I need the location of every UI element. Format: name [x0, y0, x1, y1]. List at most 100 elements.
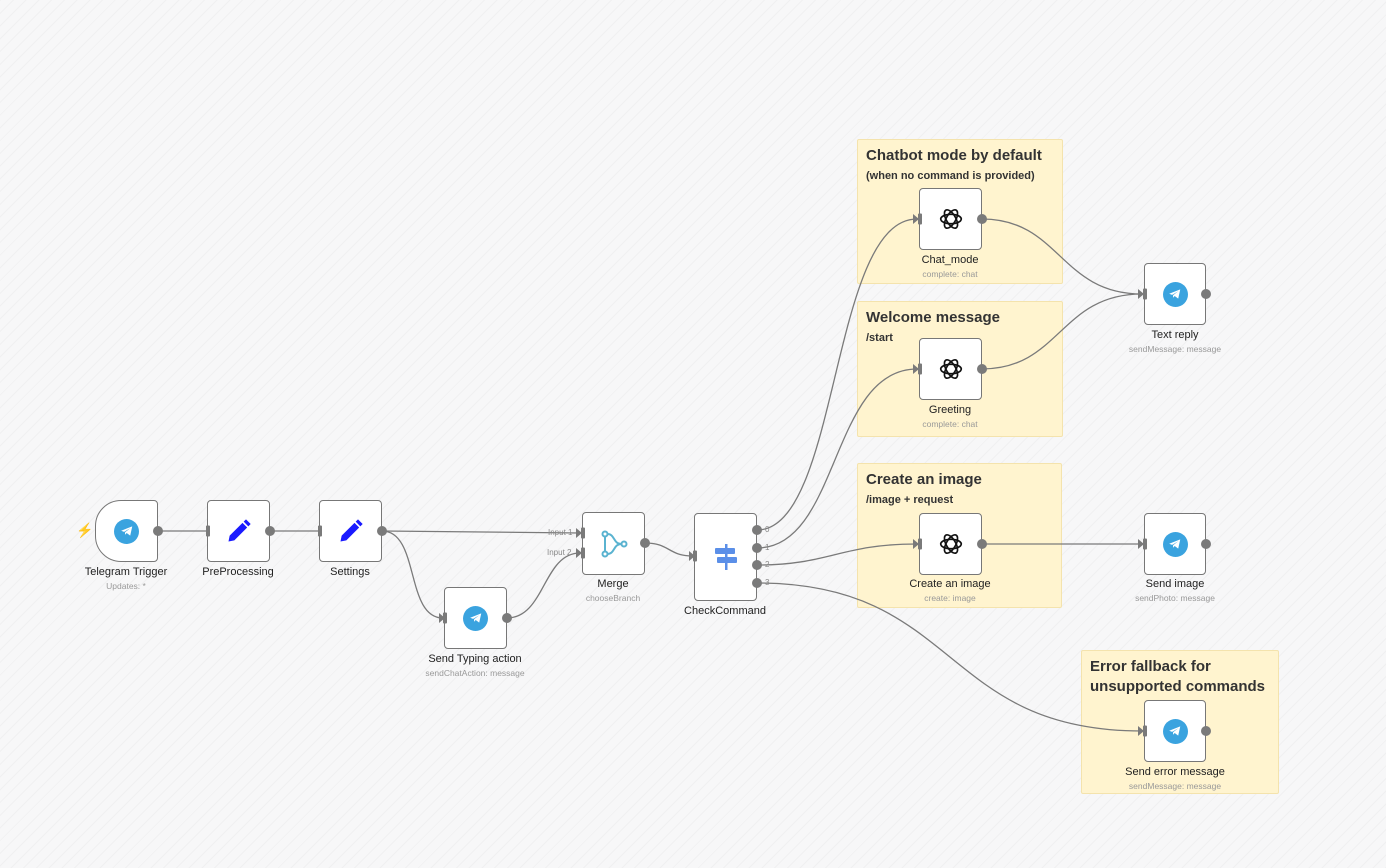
node-label: Send error message: [1125, 766, 1225, 778]
sticky-note-chatbot[interactable]: Chatbot mode by default (when no command…: [857, 139, 1063, 284]
openai-icon: [939, 208, 962, 230]
node-label: Send Typing action: [428, 653, 522, 665]
edge-check1-greeting: [756, 368, 918, 549]
node-label: CheckCommand: [684, 605, 766, 617]
node-text-reply[interactable]: [1144, 263, 1206, 325]
edge-settings-merge1: [381, 530, 581, 534]
input-port[interactable]: [206, 525, 210, 537]
output-port[interactable]: [153, 526, 163, 536]
node-label: Greeting: [928, 404, 972, 416]
node-greeting[interactable]: [919, 338, 982, 400]
sticky-note-subtitle: (when no command is provided): [866, 170, 1035, 182]
pencil-icon: [340, 519, 363, 542]
node-sublabel: sendChatAction: message: [425, 668, 525, 678]
edge-greeting-reply: [981, 293, 1143, 370]
input-port[interactable]: [693, 550, 697, 562]
output-port-3[interactable]: [752, 578, 762, 588]
telegram-icon: [1162, 281, 1188, 307]
output-port[interactable]: [977, 539, 987, 549]
node-send-error-message[interactable]: [1144, 700, 1206, 762]
telegram-icon: [463, 605, 488, 631]
edge-arrowhead: [576, 548, 582, 558]
node-label: Telegram Trigger: [84, 566, 168, 578]
node-label: Merge: [597, 578, 629, 590]
node-sublabel: Updates: *: [106, 581, 146, 591]
output-port[interactable]: [1201, 289, 1211, 299]
switch-icon: [714, 544, 737, 570]
output-port[interactable]: [265, 526, 275, 536]
output-port[interactable]: [1201, 539, 1211, 549]
edge-arrowhead: [1138, 539, 1144, 549]
trigger-bolt-icon: ⚡: [76, 522, 94, 538]
sticky-note-title: Chatbot mode by default: [866, 147, 1042, 164]
node-preprocessing[interactable]: [207, 500, 270, 562]
sticky-note-subtitle: /start: [866, 332, 893, 344]
node-sublabel: sendMessage: message: [1128, 344, 1222, 354]
node-label: PreProcessing: [202, 566, 274, 578]
input-port[interactable]: [918, 538, 922, 550]
input-port[interactable]: [443, 612, 447, 624]
merge-icon: [601, 530, 627, 557]
output-port[interactable]: [640, 538, 650, 548]
edge-settings-typing: [381, 530, 444, 619]
node-sublabel: complete: chat: [922, 419, 978, 429]
input-port[interactable]: [918, 213, 922, 225]
edge-arrowhead: [913, 539, 919, 549]
telegram-icon: [1162, 718, 1188, 744]
input-port[interactable]: [1143, 725, 1147, 737]
output-label-3: 3: [765, 578, 770, 587]
input-port[interactable]: [318, 525, 322, 537]
node-sublabel: sendPhoto: message: [1135, 593, 1215, 603]
edge-arrowhead: [913, 214, 919, 224]
sticky-note-subtitle: /image + request: [866, 494, 954, 506]
output-port[interactable]: [502, 613, 512, 623]
input-port[interactable]: [1143, 288, 1147, 300]
edge-check3-error: [756, 582, 1143, 732]
node-sublabel: complete: chat: [922, 269, 978, 279]
node-label: Settings: [330, 566, 370, 578]
output-port[interactable]: [1201, 726, 1211, 736]
output-label-0: 0: [765, 525, 770, 534]
input-label-2: Input 2: [547, 548, 572, 557]
input-port-2[interactable]: [581, 547, 585, 559]
pencil-icon: [228, 519, 251, 542]
node-settings[interactable]: [319, 500, 382, 562]
edge-check0-chat: [756, 218, 918, 531]
output-port[interactable]: [977, 214, 987, 224]
telegram-icon: [1162, 531, 1188, 557]
sticky-note-title: Error fallback for unsupported commands: [1090, 658, 1266, 695]
output-port-0[interactable]: [752, 525, 762, 535]
node-check-command[interactable]: [694, 513, 757, 601]
node-label: Send image: [1145, 578, 1205, 590]
node-merge[interactable]: [582, 512, 645, 575]
node-label: Text reply: [1151, 329, 1199, 341]
node-create-image[interactable]: [919, 513, 982, 575]
node-chat-mode[interactable]: [919, 188, 982, 250]
openai-icon: [939, 533, 962, 555]
output-port-2[interactable]: [752, 560, 762, 570]
node-telegram-trigger[interactable]: [95, 500, 158, 562]
edge-arrowhead: [1138, 726, 1144, 736]
edge-merge-check: [644, 542, 694, 557]
node-label: Create an image: [909, 578, 991, 590]
sticky-note-title: Create an image: [866, 471, 982, 488]
node-label: Chat_mode: [921, 254, 979, 266]
edge-arrowhead: [913, 364, 919, 374]
edge-check2-image: [756, 543, 918, 566]
output-port[interactable]: [977, 364, 987, 374]
node-send-typing-action[interactable]: [444, 587, 507, 649]
output-label-2: 2: [765, 560, 770, 569]
input-label-1: Input 1: [548, 528, 573, 537]
input-port[interactable]: [1143, 538, 1147, 550]
node-sublabel: sendMessage: message: [1128, 781, 1222, 791]
input-port-1[interactable]: [581, 527, 585, 539]
node-send-image[interactable]: [1144, 513, 1206, 575]
output-port-1[interactable]: [752, 543, 762, 553]
output-port[interactable]: [377, 526, 387, 536]
input-port[interactable]: [918, 363, 922, 375]
edge-arrowhead: [689, 551, 695, 561]
edge-arrowhead: [576, 528, 582, 538]
telegram-icon: [114, 518, 139, 544]
